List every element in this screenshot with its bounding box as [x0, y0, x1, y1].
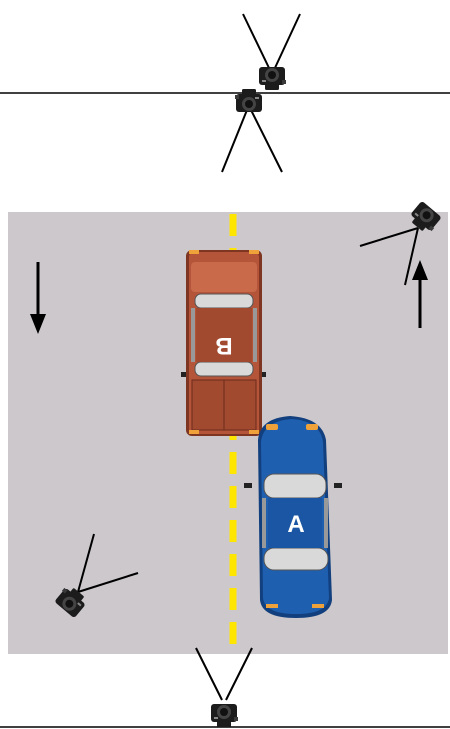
camera-icon: [243, 14, 300, 90]
car-b-label: B: [215, 332, 232, 359]
camera-icon: [222, 89, 282, 172]
car-b: B: [181, 250, 266, 436]
camera-icon: [196, 648, 252, 727]
car-a-label: A: [287, 511, 304, 538]
